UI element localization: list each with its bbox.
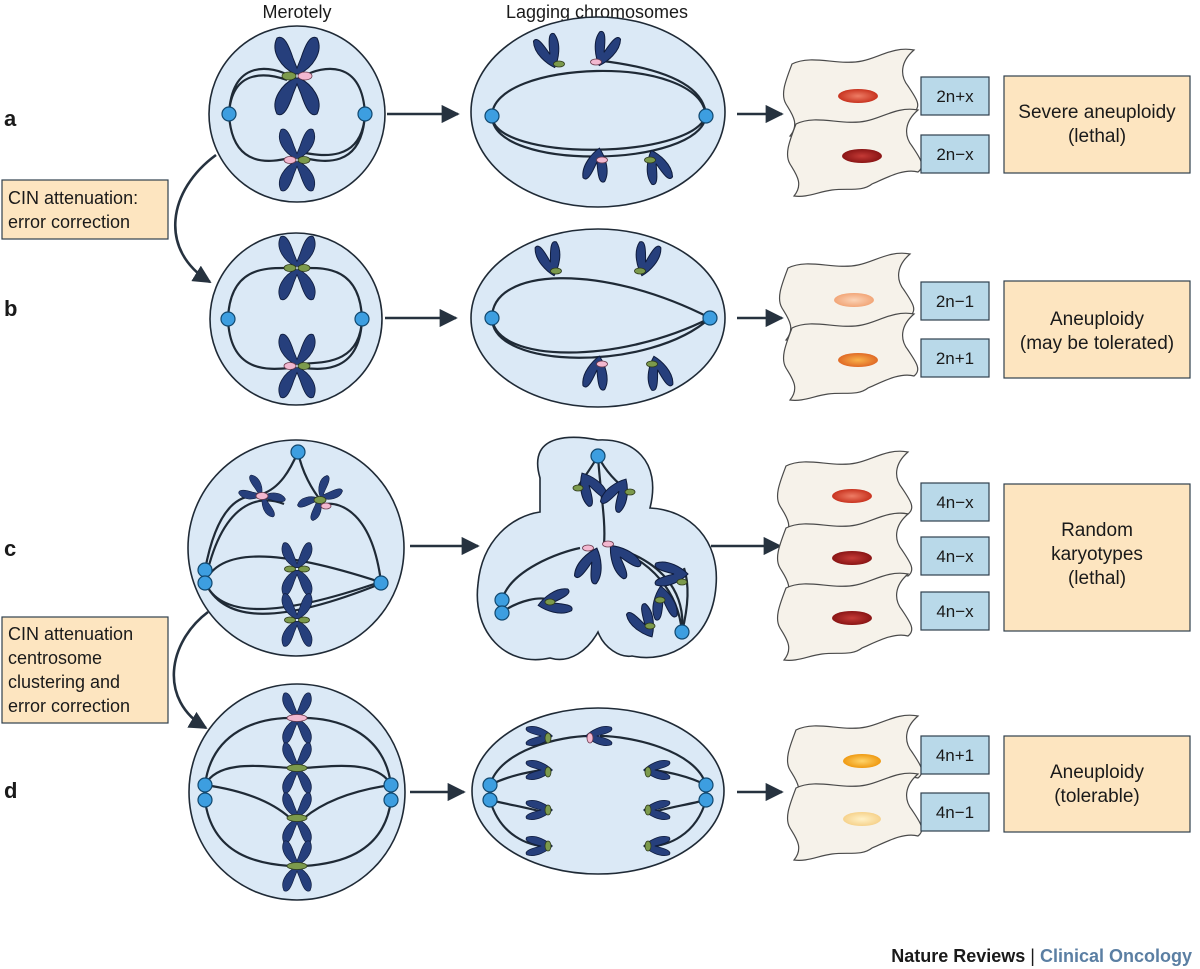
- credit-separator: |: [1025, 946, 1040, 966]
- lagging-cell-d: [471, 707, 725, 875]
- karyotype-box: [920, 792, 990, 832]
- karyotype-label: 4n+1: [936, 746, 974, 765]
- daughter-cell: [786, 772, 923, 862]
- daughter-cell: [776, 450, 913, 540]
- karyotype-box: [920, 735, 990, 775]
- outcome-line: karyotypes: [1051, 544, 1143, 565]
- karyotype-label: 4n−x: [936, 547, 974, 566]
- lagging-cell-a: [470, 16, 726, 208]
- karyotype-box: [920, 482, 990, 522]
- karyotype-box: [920, 281, 990, 321]
- credit-journal: Nature Reviews: [891, 946, 1025, 966]
- daughter-cell: [786, 108, 923, 198]
- karyotype-box: [920, 134, 990, 174]
- row-a: 2n+x 2n−x Severe aneuploidy (lethal): [208, 16, 1191, 208]
- credit-section: Clinical Oncology: [1040, 946, 1192, 966]
- karyotype-label: 2n+1: [936, 349, 974, 368]
- row-c: 4n−x 4n−x 4n−x Random karyotypes (lethal…: [187, 436, 1191, 662]
- outcome-line: (lethal): [1068, 568, 1126, 589]
- lagging-cell-b: [470, 228, 726, 408]
- credit-line: Nature Reviews | Clinical Oncology: [891, 946, 1192, 966]
- row-label-a: a: [4, 106, 17, 131]
- outcome-line: (lethal): [1068, 126, 1126, 147]
- karyotype-box: [920, 76, 990, 116]
- note-line: clustering and: [8, 672, 120, 692]
- daughter-cell: [782, 48, 919, 138]
- karyotype-box: [920, 536, 990, 576]
- merotely-cell-c: [187, 439, 405, 657]
- daughter-cell: [776, 512, 913, 602]
- outcome-box-a: [1003, 75, 1191, 174]
- row-b: 2n−1 2n+1 Aneuploidy (may be tolerated): [209, 228, 1191, 408]
- note-box-error-correction: [1, 179, 169, 240]
- header-lagging-chromosomes: Lagging chromosomes: [506, 2, 688, 22]
- outcome-line: Random: [1061, 520, 1133, 541]
- daughter-cell: [782, 312, 919, 402]
- daughter-cell: [786, 714, 923, 804]
- note-line: CIN attenuation: [8, 624, 133, 644]
- outcome-box-d: [1003, 735, 1191, 833]
- row-label-d: d: [4, 778, 17, 803]
- karyotype-box: [920, 591, 990, 631]
- karyotype-label: 4n−1: [936, 803, 974, 822]
- outcome-line: Aneuploidy: [1050, 762, 1145, 783]
- merotely-cell-a: [208, 25, 386, 203]
- karyotype-box: [920, 338, 990, 378]
- merotely-cell-d: [188, 683, 406, 901]
- row-d: 4n+1 4n−1 Aneuploidy (tolerable): [188, 683, 1191, 901]
- note-box-centrosome-clustering: [1, 616, 169, 724]
- header-merotely: Merotely: [262, 2, 331, 22]
- row-label-c: c: [4, 536, 16, 561]
- lagging-cell-c: [476, 436, 718, 661]
- outcome-line: Severe aneuploidy: [1018, 102, 1176, 123]
- karyotype-label: 4n−x: [936, 602, 974, 621]
- note-line: error correction: [8, 212, 130, 232]
- karyotype-label: 2n−1: [936, 292, 974, 311]
- outcome-line: (tolerable): [1054, 786, 1140, 807]
- outcome-box-c: [1003, 483, 1191, 632]
- daughter-cell: [776, 572, 913, 662]
- outcome-line: Aneuploidy: [1050, 309, 1145, 330]
- outcome-box-b: [1003, 280, 1191, 379]
- karyotype-label: 2n+x: [936, 87, 974, 106]
- row-label-b: b: [4, 296, 17, 321]
- karyotype-label: 2n−x: [936, 145, 974, 164]
- note-line: error correction: [8, 696, 130, 716]
- outcome-line: (may be tolerated): [1020, 333, 1174, 354]
- note-line: CIN attenuation:: [8, 188, 138, 208]
- note-line: centrosome: [8, 648, 102, 668]
- daughter-cell: [778, 252, 915, 342]
- karyotype-label: 4n−x: [936, 493, 974, 512]
- merotely-cell-b: [209, 232, 383, 406]
